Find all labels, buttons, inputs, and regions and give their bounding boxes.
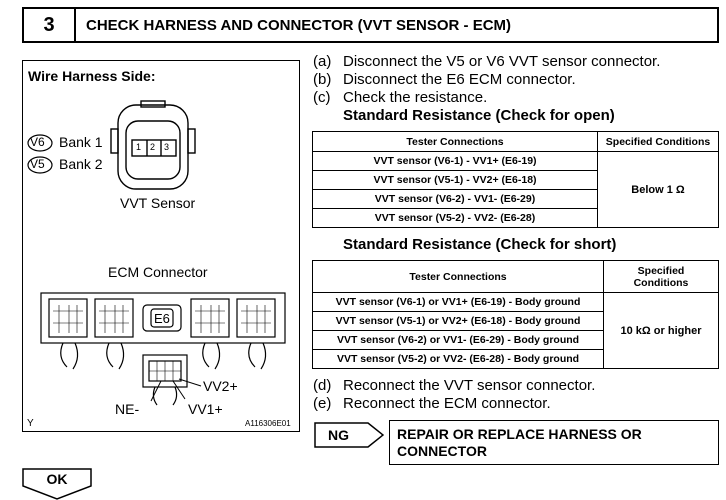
step-d-text: Reconnect the VVT sensor connector. xyxy=(343,377,596,394)
ok-label: OK xyxy=(46,471,68,487)
pin-2-label: 2 xyxy=(150,142,156,152)
ok-arrow-shape xyxy=(22,468,92,500)
short-check-table: Tester Connections Specified Conditions … xyxy=(312,260,719,369)
step-d: (d) Reconnect the VVT sensor connector. xyxy=(313,377,595,394)
step-b: (b) Disconnect the E6 ECM connector. xyxy=(313,71,576,88)
wire-harness-side-label: Wire Harness Side: xyxy=(28,68,156,84)
step-c: (c) Check the resistance. xyxy=(313,89,487,106)
short-check-heading: Standard Resistance (Check for short) xyxy=(343,236,617,253)
open-col-connections: Tester Connections xyxy=(312,131,598,152)
step-b-label: (b) xyxy=(313,71,332,88)
ng-arrow-shape xyxy=(314,422,384,448)
step-b-text: Disconnect the E6 ECM connector. xyxy=(343,71,576,88)
step-c-text: Check the resistance. xyxy=(343,89,488,106)
ng-label: NG xyxy=(328,427,349,443)
step-a-text: Disconnect the V5 or V6 VVT sensor conne… xyxy=(343,53,661,70)
short-col-conditions: Specified Conditions xyxy=(603,260,719,293)
table-row: VVT sensor (V5-1) or VV2+ (E6-18) - Body… xyxy=(312,311,604,331)
vvt-sensor-label: VVT Sensor xyxy=(120,195,196,211)
step-e-text: Reconnect the ECM connector. xyxy=(343,395,551,412)
table-row: VVT sensor (V6-1) - VV1+ (E6-19) xyxy=(312,151,598,171)
table-row: VVT sensor (V5-2) or VV2- (E6-28) - Body… xyxy=(312,349,604,369)
terminal-vv1-label: VV1+ xyxy=(188,401,223,417)
bank1-code: V6 xyxy=(30,135,45,149)
open-col-conditions: Specified Conditions xyxy=(597,131,719,152)
terminal-ne-label: NE- xyxy=(115,401,140,417)
ng-action-box: REPAIR OR REPLACE HARNESS OR CONNECTOR xyxy=(389,420,719,465)
step-number: 3 xyxy=(24,9,76,41)
bank2-code: V5 xyxy=(30,157,45,171)
ecm-code: E6 xyxy=(154,311,170,326)
short-condition-cell: 10 kΩ or higher xyxy=(603,292,719,369)
ecm-connector-drawing xyxy=(40,292,286,406)
table-row: VVT sensor (V6-1) or VV1+ (E6-19) - Body… xyxy=(312,292,604,312)
table-row: VVT sensor (V5-2) - VV2- (E6-28) xyxy=(312,208,598,228)
ok-result-tag: OK xyxy=(22,468,92,500)
step-a-label: (a) xyxy=(313,53,332,70)
bank2-label: Bank 2 xyxy=(59,156,103,172)
terminal-vv2-label: VV2+ xyxy=(203,378,238,394)
step-header: 3 CHECK HARNESS AND CONNECTOR (VVT SENSO… xyxy=(22,7,719,43)
step-e-label: (e) xyxy=(313,395,332,412)
step-d-label: (d) xyxy=(313,377,332,394)
table-row: VVT sensor (V5-1) - VV2+ (E6-18) xyxy=(312,170,598,190)
step-title: CHECK HARNESS AND CONNECTOR (VVT SENSOR … xyxy=(86,16,512,34)
short-col-conditions-line1: Specified xyxy=(637,264,685,277)
ng-action-line1: REPAIR OR REPLACE HARNESS OR xyxy=(397,426,642,442)
step-a: (a) Disconnect the V5 or V6 VVT sensor co… xyxy=(313,53,660,70)
connector-drawings xyxy=(27,100,286,406)
bank1-label: Bank 1 xyxy=(59,134,103,150)
ecm-connector-label: ECM Connector xyxy=(108,264,208,280)
wiring-illustration: Wire Harness Side: V6 Bank 1 V5 Bank 2 1… xyxy=(22,60,300,432)
pin-1-label: 1 xyxy=(136,142,142,152)
open-condition-cell: Below 1 Ω xyxy=(597,151,719,228)
ng-result-tag: NG xyxy=(314,422,384,448)
table-row: VVT sensor (V6-2) - VV1- (E6-29) xyxy=(312,189,598,209)
open-check-table: Tester Connections Specified Conditions … xyxy=(312,131,719,228)
short-col-connections: Tester Connections xyxy=(312,260,604,293)
pin-3-label: 3 xyxy=(164,142,170,152)
step-c-label: (c) xyxy=(313,89,331,106)
vvt-sensor-connector-drawing xyxy=(110,100,196,190)
corner-mark: Y xyxy=(27,418,34,429)
open-check-heading: Standard Resistance (Check for open) xyxy=(343,107,615,124)
step-e: (e) Reconnect the ECM connector. xyxy=(313,395,551,412)
ng-action-line2: CONNECTOR xyxy=(397,443,487,459)
table-row: VVT sensor (V6-2) or VV1- (E6-29) - Body… xyxy=(312,330,604,350)
short-col-conditions-line2: Conditions xyxy=(633,276,689,289)
figure-id: A116306E01 xyxy=(245,419,291,428)
